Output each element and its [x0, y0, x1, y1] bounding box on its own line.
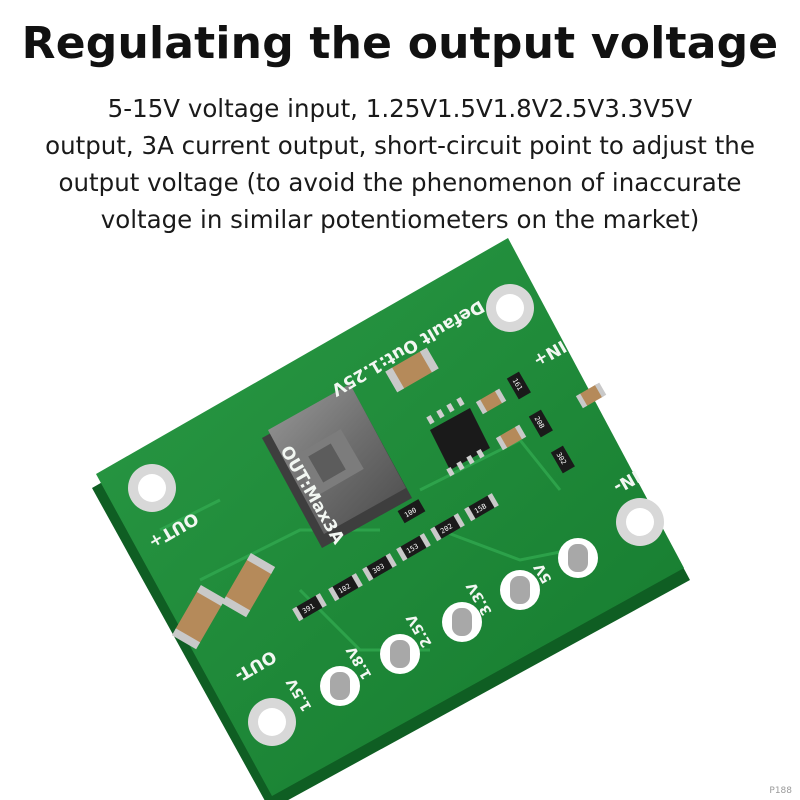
description: 5-15V voltage input, 1.25V1.5V1.8V2.5V3.… — [30, 90, 770, 238]
headline: Regulating the output voltage — [21, 18, 779, 69]
inductor — [262, 384, 412, 548]
resistors: 391 102 303 153 202 15B 161 20B 100 302 — [292, 371, 575, 622]
pcb-board — [96, 238, 684, 796]
capacitors — [171, 347, 607, 650]
mounting-holes — [128, 284, 664, 746]
ic-chip — [426, 397, 490, 477]
pcb-photo: 391 102 303 153 202 15B 161 20B 100 302 … — [92, 238, 690, 800]
solder-pads — [320, 538, 598, 706]
description-line-4: voltage in similar potentiometers on the… — [100, 205, 700, 234]
description-line-1: 5-15V voltage input, 1.25V1.5V1.8V2.5V3.… — [107, 94, 693, 123]
description-line-2: output, 3A current output, short-circuit… — [45, 131, 755, 160]
watermark: P188 — [769, 786, 792, 796]
description-line-3: output voltage (to avoid the phenomenon … — [58, 168, 742, 197]
